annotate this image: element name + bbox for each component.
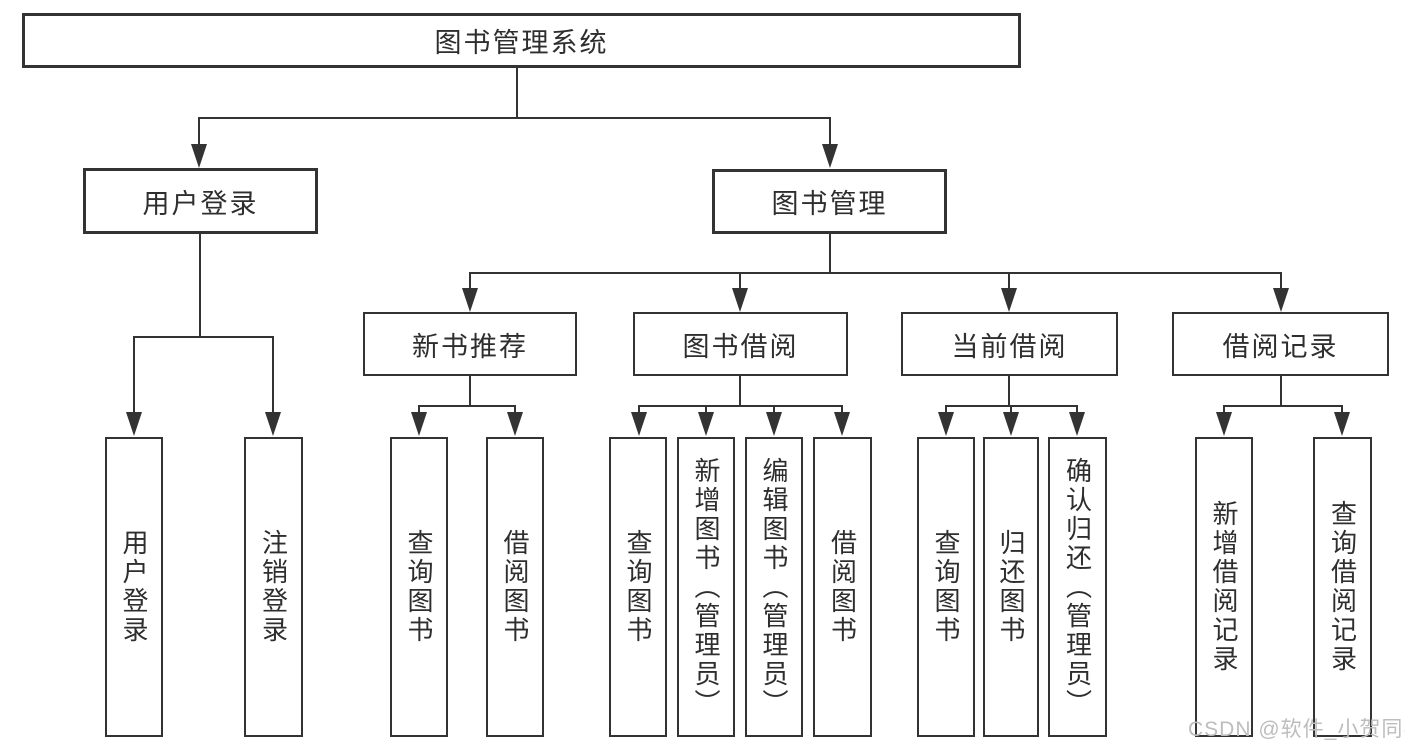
arrow-down-icon xyxy=(732,288,748,312)
leaf-borrowing-add-books-admin-label: 新增图书（管理员） xyxy=(691,456,721,718)
connector-level3-stem xyxy=(1008,272,1010,290)
connector-root-branch xyxy=(198,117,831,119)
arrow-down-icon xyxy=(265,412,281,436)
connector-newbook-branch xyxy=(418,405,516,407)
arrow-down-icon xyxy=(507,412,523,436)
connector-leaf-stem xyxy=(638,405,640,415)
leaf-logout: 注销登录 xyxy=(244,437,303,737)
leaf-current-query-books: 查询图书 xyxy=(917,437,975,737)
node-library-system-label: 图书管理系统 xyxy=(434,28,609,58)
leaf-current-query-books-label: 查询图书 xyxy=(931,529,961,645)
leaf-borrowing-add-books-admin: 新增图书（管理员） xyxy=(677,437,735,737)
node-book-management-label: 图书管理 xyxy=(771,189,888,219)
leaf-current-return-books: 归还图书 xyxy=(983,437,1039,737)
leaf-recommend-query-books-label: 查询图书 xyxy=(404,529,434,645)
leaf-borrowing-edit-books-admin: 编辑图书（管理员） xyxy=(745,437,803,737)
arrow-down-icon xyxy=(1069,412,1085,436)
connector-bookmgmt-branch xyxy=(469,272,1281,274)
leaf-records-add-record-label: 新增借阅记录 xyxy=(1209,500,1239,674)
connector-borrowing-branch xyxy=(638,405,843,407)
arrow-down-icon xyxy=(126,412,142,436)
connector-records-drop xyxy=(1280,376,1282,406)
arrow-down-icon xyxy=(1216,412,1232,436)
node-library-system: 图书管理系统 xyxy=(22,13,1021,68)
leaf-borrowing-edit-books-admin-label: 编辑图书（管理员） xyxy=(759,456,789,718)
connector-leaf-stem xyxy=(773,405,775,415)
node-user-login: 用户登录 xyxy=(83,168,318,234)
connector-leaf-stem xyxy=(133,336,135,414)
leaf-user-login: 用户登录 xyxy=(105,437,163,737)
leaf-records-query-record-label: 查询借阅记录 xyxy=(1327,500,1358,674)
arrow-down-icon xyxy=(631,412,647,436)
arrow-down-icon xyxy=(938,412,954,436)
connector-leaf-stem xyxy=(272,336,274,414)
leaf-logout-label: 注销登录 xyxy=(258,529,289,645)
arrow-down-icon xyxy=(834,412,850,436)
connector-bookmgmt-stem xyxy=(829,117,831,145)
connector-level3-stem xyxy=(739,272,741,290)
node-book-management: 图书管理 xyxy=(712,169,947,234)
leaf-borrowing-borrow-books: 借阅图书 xyxy=(813,437,872,737)
leaf-current-return-books-label: 归还图书 xyxy=(996,529,1026,645)
node-borrowing-records-label: 借阅记录 xyxy=(1222,331,1339,362)
connector-newbook-drop xyxy=(469,376,471,406)
leaf-current-confirm-return-admin-label: 确认归还（管理员） xyxy=(1062,456,1093,718)
connector-userlogin-stem xyxy=(198,117,200,145)
connector-userlogin-branch xyxy=(133,336,273,338)
arrow-down-icon xyxy=(411,412,427,436)
connector-leaf-stem xyxy=(705,405,707,415)
leaf-borrowing-query-books-label: 查询图书 xyxy=(623,529,653,645)
node-current-borrowing-label: 当前借阅 xyxy=(951,331,1068,362)
connector-leaf-stem xyxy=(841,405,843,415)
connector-leaf-stem xyxy=(945,405,947,415)
arrow-down-icon xyxy=(1003,412,1019,436)
arrow-down-icon xyxy=(822,144,838,168)
connector-borrowing-drop xyxy=(739,376,741,406)
connector-bookmgmt-drop xyxy=(829,234,831,273)
arrow-down-icon xyxy=(191,144,207,168)
arrow-down-icon xyxy=(1273,288,1289,312)
leaf-borrowing-query-books: 查询图书 xyxy=(609,437,667,737)
leaf-current-confirm-return-admin: 确认归还（管理员） xyxy=(1048,437,1107,737)
leaf-recommend-borrow-books: 借阅图书 xyxy=(486,437,544,737)
leaf-recommend-query-books: 查询图书 xyxy=(390,437,448,737)
node-user-login-label: 用户登录 xyxy=(142,188,259,219)
connector-leaf-stem xyxy=(1223,405,1225,415)
leaf-recommend-borrow-books-label: 借阅图书 xyxy=(500,529,530,645)
connector-current-drop xyxy=(1008,376,1010,406)
node-new-book-recommend: 新书推荐 xyxy=(363,312,577,376)
node-current-borrowing: 当前借阅 xyxy=(901,312,1118,376)
connector-leaf-stem xyxy=(418,405,420,415)
leaf-records-add-record: 新增借阅记录 xyxy=(1195,437,1253,737)
connector-leaf-stem xyxy=(514,405,516,415)
arrow-down-icon xyxy=(766,412,782,436)
connector-level3-stem xyxy=(469,272,471,290)
node-borrowing-records: 借阅记录 xyxy=(1172,312,1389,376)
connector-leaf-stem xyxy=(1076,405,1078,415)
connector-records-branch xyxy=(1223,405,1343,407)
connector-leaf-stem xyxy=(1010,405,1012,415)
node-book-borrowing-label: 图书借阅 xyxy=(682,331,799,362)
leaf-records-query-record: 查询借阅记录 xyxy=(1313,437,1372,737)
node-book-borrowing: 图书借阅 xyxy=(633,312,848,376)
arrow-down-icon xyxy=(1001,288,1017,312)
connector-level3-stem xyxy=(1280,272,1282,290)
connector-userlogin-drop xyxy=(199,234,201,337)
node-new-book-recommend-label: 新书推荐 xyxy=(412,331,528,362)
csdn-watermark: CSDN @软件_小贺同学 xyxy=(1188,718,1405,741)
connector-leaf-stem xyxy=(1341,405,1343,415)
arrow-down-icon xyxy=(462,288,478,312)
leaf-borrowing-borrow-books-label: 借阅图书 xyxy=(827,529,858,645)
leaf-user-login-label: 用户登录 xyxy=(119,529,149,645)
arrow-down-icon xyxy=(698,412,714,436)
connector-root-drop xyxy=(516,68,518,118)
arrow-down-icon xyxy=(1334,412,1350,436)
